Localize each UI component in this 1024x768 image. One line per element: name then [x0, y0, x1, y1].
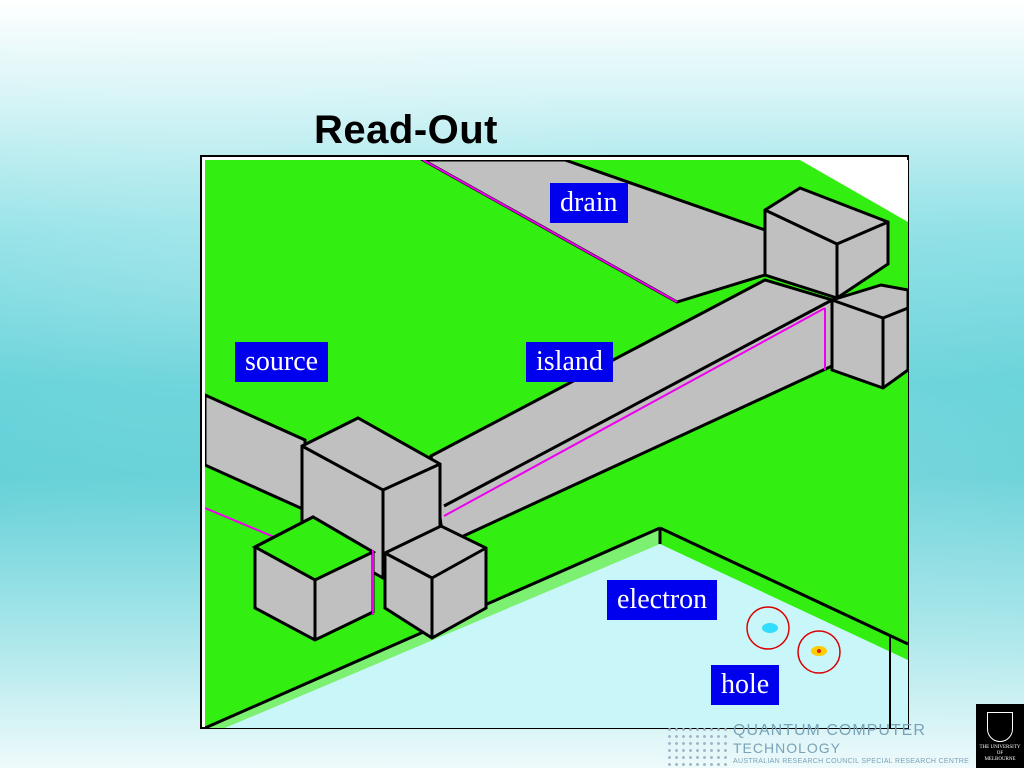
drain-step-edge — [831, 298, 884, 320]
background-area — [800, 160, 908, 222]
slide-title: Read-Out — [314, 108, 498, 152]
drain-block-edge — [764, 208, 838, 246]
island-top-edge — [443, 298, 833, 508]
island-end-block — [383, 524, 488, 640]
island-end-edge — [384, 551, 433, 580]
qct-logo: QUANTUM COMPUTER TECHNOLOGY AUSTRALIAN R… — [733, 722, 969, 765]
drain-label: drain — [550, 183, 628, 223]
crest-line-2: MELBOURNE — [984, 757, 1016, 762]
device-diagram: drain source island electron hole — [200, 155, 909, 729]
drain-oxide-edge — [422, 160, 678, 303]
electron-label: electron — [607, 580, 718, 620]
drain-step — [830, 283, 908, 390]
hole-marker — [797, 630, 841, 674]
logo-line-1: QUANTUM COMPUTER — [733, 722, 926, 739]
crest-shield-icon — [987, 712, 1013, 742]
island-oxide-edge — [443, 307, 826, 517]
source-label: source — [235, 342, 329, 382]
electron-marker — [746, 606, 790, 650]
island-end-edge — [431, 546, 487, 580]
drain-block-edge — [836, 220, 889, 246]
source-block-edge — [301, 444, 384, 492]
device-drawing — [205, 160, 908, 728]
logo-line-3: AUSTRALIAN RESEARCH COUNCIL SPECIAL RESE… — [733, 758, 970, 765]
hole-label: hole — [711, 665, 780, 705]
drain-step-edge — [882, 306, 908, 320]
island-label: island — [526, 342, 613, 382]
qct-logo-dots — [666, 726, 728, 766]
hole-center — [817, 649, 821, 653]
electron-dot — [762, 623, 778, 633]
drain-block — [763, 186, 890, 300]
source-block-edge — [382, 462, 441, 492]
channel-ledge — [660, 528, 908, 660]
university-crest: THE UNIVERSITY OF MELBOURNE — [976, 704, 1024, 768]
channel-back-line — [659, 526, 908, 646]
crest-line-1: THE UNIVERSITY OF — [979, 745, 1021, 756]
logo-line-2: TECHNOLOGY — [733, 740, 842, 756]
